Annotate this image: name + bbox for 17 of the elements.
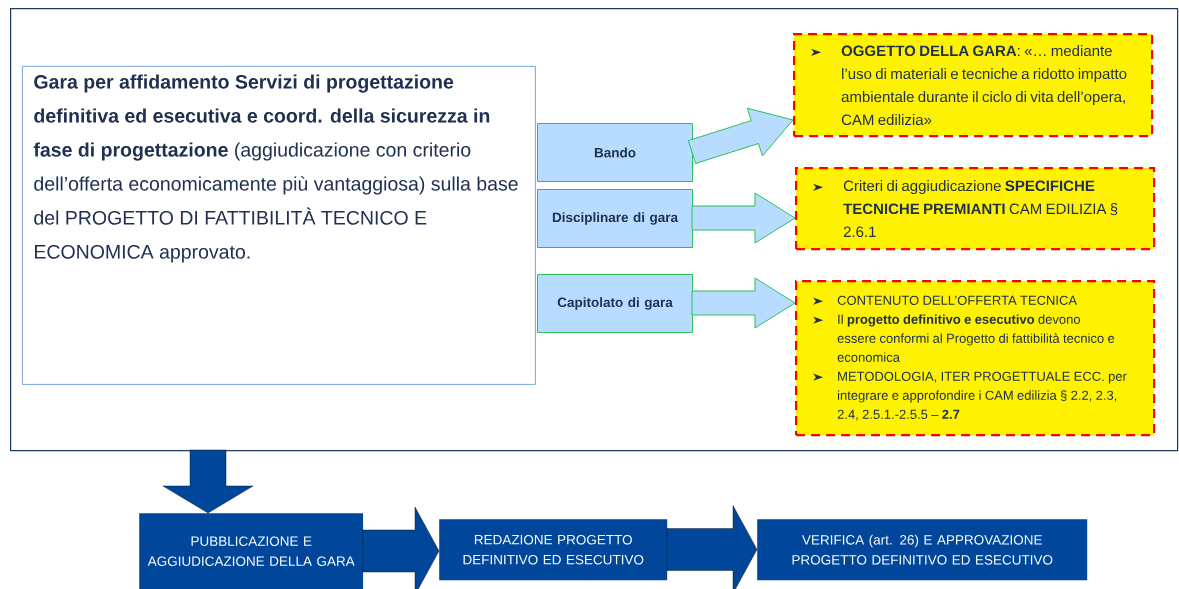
process-box: REDAZIONE PROGETTO DEFINITIVO ED ESECUTIVO: [439, 519, 668, 581]
description-box: Gara per affidamento Servizi di progettazione definitiva ed esecutiva e coord. della sicurezza in fase di progettazione (aggiudicazione con criterio dell’offerta economicamente più vantaggiosa) sulla base del PROGETTO DI FATTIBILITÀ TECNICO E ECONOMICA approvato.: [22, 66, 536, 385]
document-box: Capitolato di gara: [537, 274, 693, 333]
block-arrow: [687, 107, 794, 164]
block-arrow: [691, 277, 796, 329]
note-box: Criteri di aggiudicazione SPECIFICHE TECNICHE PREMIANTI CAM EDILIZIA § 2.6.1: [795, 167, 1156, 251]
process-box: PUBBLICAZIONE E AGGIUDICAZIONE DELLA GARA: [139, 513, 364, 589]
block-arrow: [362, 506, 440, 589]
frame-box: [10, 8, 1179, 452]
document-box: Bando: [537, 123, 693, 182]
document-box: Disciplinare di gara: [537, 189, 693, 248]
block-arrow: [691, 192, 796, 244]
note-box: CONTENUTO DELL’OFFERTA TECNICA Il progetto definitivo e esecutivo devono essere conformi al Progetto di fattibilità tecnico e economica METODOLOGIA, ITER PROGETTUALE ECC. per integrare e approfondire i CAM edilizia § 2.2, 2.3, 2.4, 2.5.1.-2.5.5 – 2.7: [795, 280, 1156, 437]
block-arrow: [666, 505, 758, 589]
block-arrow: [162, 449, 254, 514]
process-box: VERIFICA (art. 26) E APPROVAZIONE PROGETTO DEFINITIVO ED ESECUTIVO: [757, 519, 1088, 581]
note-box: OGGETTO DELLA GARA: «… mediante l’uso di materiali e tecniche a ridotto impatto ambientale durante il ciclo di vita dell’opera, CAM edilizia»: [793, 33, 1154, 138]
